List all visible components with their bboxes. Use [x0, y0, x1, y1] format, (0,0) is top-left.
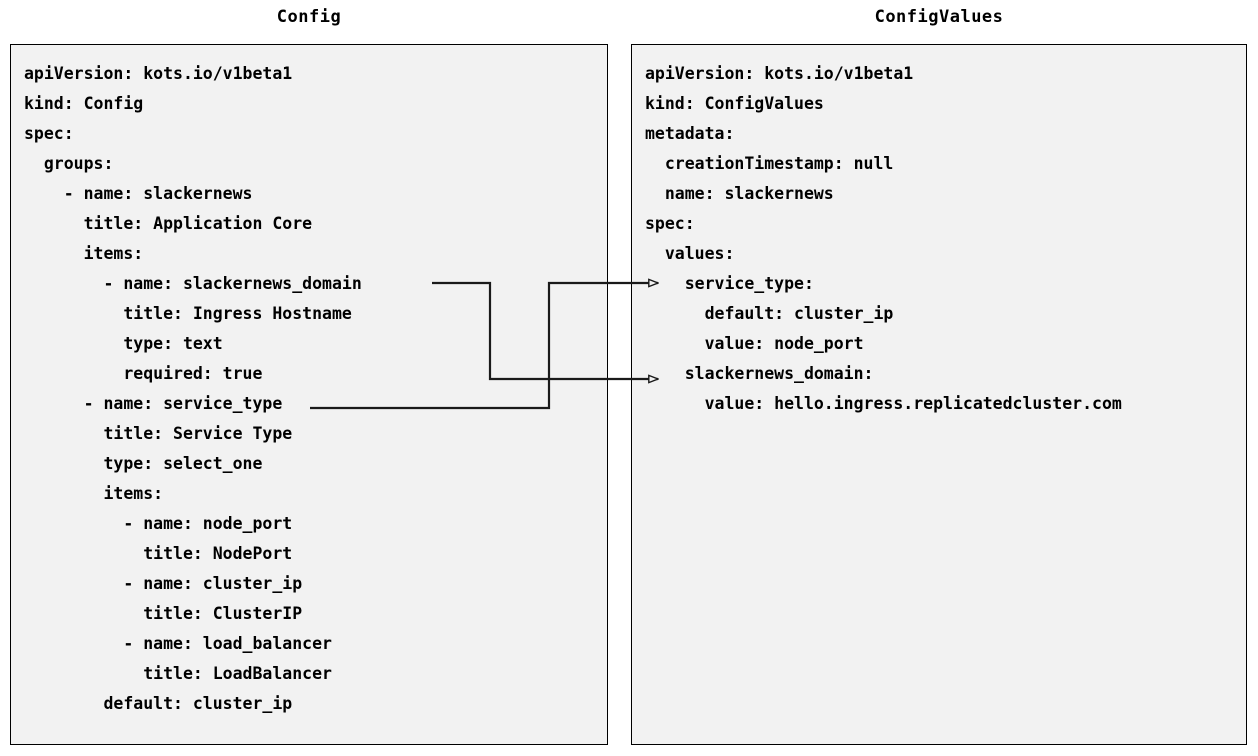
config-yaml-line: title: LoadBalancer: [24, 664, 332, 683]
page-title-config: Config: [276, 7, 342, 27]
configvalues-yaml-line: value: node_port: [645, 334, 864, 353]
config-yaml-line: title: Ingress Hostname: [24, 304, 352, 323]
config-yaml-line: type: select_one: [24, 454, 263, 473]
config-yaml-line: kind: Config: [24, 94, 144, 113]
config-yaml-line: items:: [24, 484, 164, 503]
configvalues-yaml-line: kind: ConfigValues: [645, 94, 824, 113]
config-yaml-line: - name: cluster_ip: [24, 574, 303, 593]
page-title-configvalues: ConfigValues: [874, 7, 1004, 27]
config-yaml-line: title: Service Type: [24, 424, 293, 443]
config-yaml-line: - name: node_port: [24, 514, 293, 533]
config-yaml-line: type: text: [24, 334, 223, 353]
config-yaml-line: title: NodePort: [24, 544, 293, 563]
config-yaml-line: - name: service_type: [24, 394, 283, 413]
config-yaml-body: apiVersion: kots.io/v1beta1 kind: Config s…: [11, 45, 362, 719]
configvalues-yaml-line: spec:: [645, 214, 695, 233]
configvalues-yaml-line: values:: [645, 244, 735, 263]
configvalues-yaml-line: apiVersion: kots.io/v1beta1: [645, 64, 914, 83]
config-yaml-line: required: true: [24, 364, 263, 383]
config-yaml-line: apiVersion: kots.io/v1beta1: [24, 64, 293, 83]
config-yaml-line: title: ClusterIP: [24, 604, 303, 623]
configvalues-yaml-line: value: hello.ingress.replicatedcluster.c…: [645, 394, 1122, 413]
config-yaml-line: - name: load_balancer: [24, 634, 332, 653]
configvalues-yaml-line: default: cluster_ip: [645, 304, 894, 323]
config-yaml-panel: apiVersion: kots.io/v1beta1 kind: Config s…: [10, 44, 608, 745]
config-yaml-line: - name: slackernews: [24, 184, 253, 203]
configvalues-yaml-line: creationTimestamp: null: [645, 154, 894, 173]
configvalues-yaml-line: slackernews_domain:: [645, 364, 874, 383]
config-yaml-line: groups:: [24, 154, 114, 173]
configvalues-yaml-line: service_type:: [645, 274, 814, 293]
configvalues-yaml-line: name: slackernews: [645, 184, 834, 203]
configvalues-yaml-body: apiVersion: kots.io/v1beta1 kind: ConfigV…: [632, 45, 1122, 419]
configvalues-yaml-line: metadata:: [645, 124, 735, 143]
config-yaml-line: default: cluster_ip: [24, 694, 293, 713]
config-yaml-line: title: Application Core: [24, 214, 313, 233]
config-yaml-line: - name: slackernews_domain: [24, 274, 362, 293]
config-yaml-line: spec:: [24, 124, 74, 143]
config-yaml-line: items:: [24, 244, 144, 263]
configvalues-yaml-panel: apiVersion: kots.io/v1beta1 kind: ConfigV…: [631, 44, 1247, 745]
